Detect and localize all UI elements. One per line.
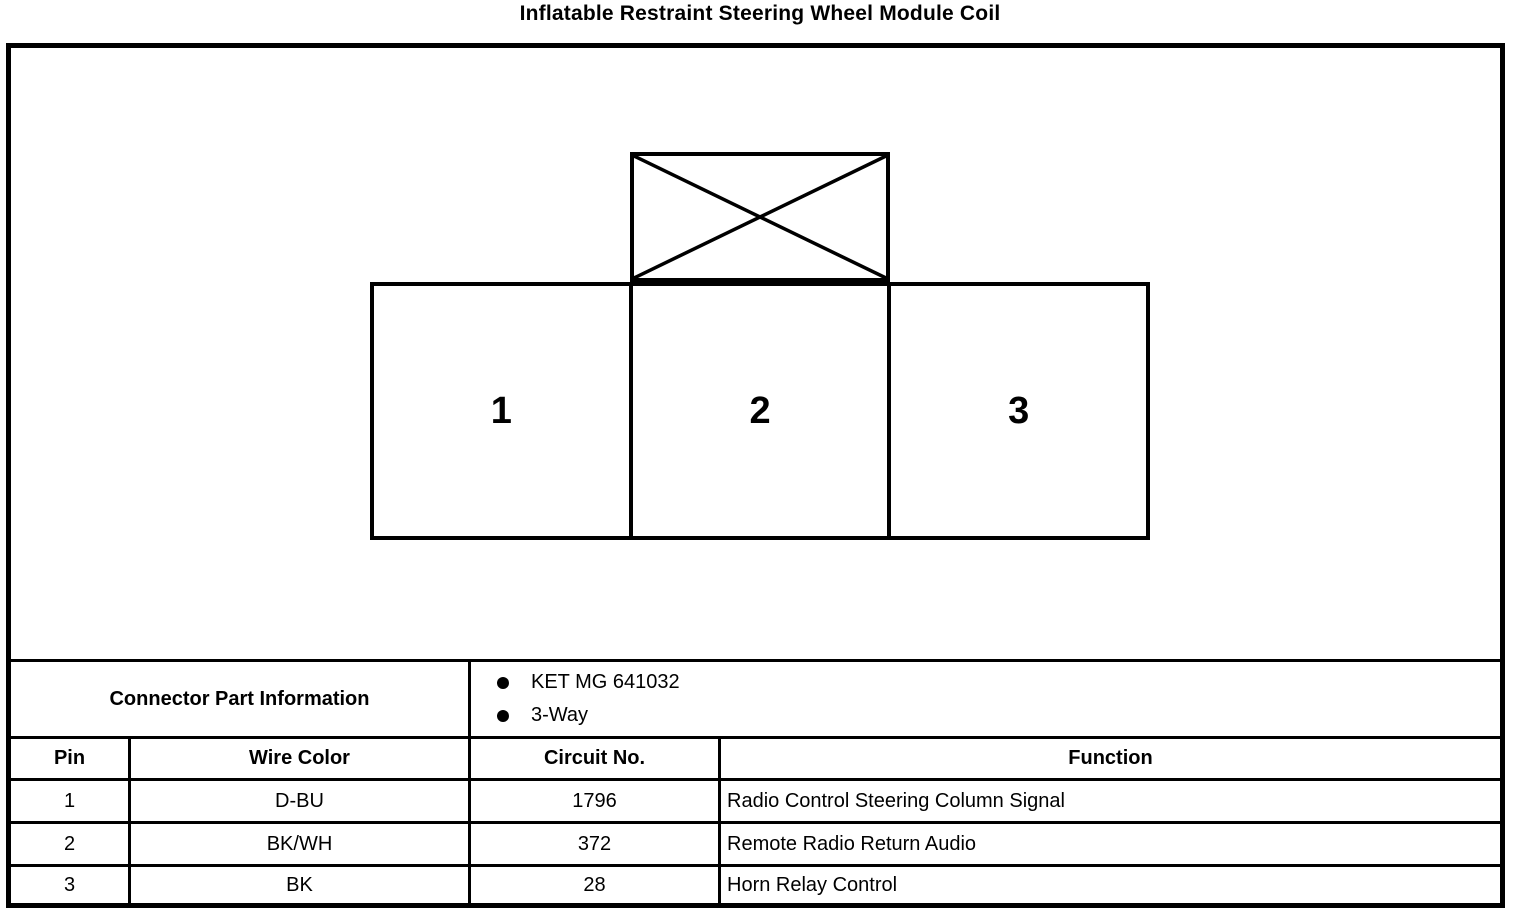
- crossed-box-icon: [634, 156, 886, 278]
- table-header-row: Pin Wire Color Circuit No. Function: [11, 736, 1500, 778]
- connector-part-info-values: KET MG 641032 3-Way: [468, 662, 1500, 736]
- connector-key-box: [630, 152, 890, 282]
- cavity-2: 2: [628, 286, 888, 536]
- way-count: 3-Way: [531, 704, 589, 726]
- function-value: Remote Radio Return Audio: [718, 824, 1500, 864]
- pin-value: 2: [63, 832, 76, 855]
- wire-color-value: BK/WH: [128, 824, 468, 864]
- pin-value: 1: [63, 789, 76, 812]
- page-title: Inflatable Restraint Steering Wheel Modu…: [519, 2, 1001, 25]
- diagram-frame: 1 2 3 Connector Part Information KET MG …: [6, 43, 1505, 908]
- function-value: Radio Control Steering Column Signal: [718, 781, 1500, 821]
- header-function: Function: [718, 739, 1500, 778]
- table-row: 2 BK/WH 372 Remote Radio Return Audio: [11, 821, 1500, 864]
- table-row: 3 BK 28 Horn Relay Control: [11, 864, 1500, 903]
- bullet-icon: [497, 676, 509, 689]
- pin-value: 3: [63, 873, 76, 896]
- circuit-no-value: 28: [468, 867, 718, 903]
- connector-part-info-row: Connector Part Information KET MG 641032…: [11, 659, 1500, 736]
- function-value: Horn Relay Control: [718, 867, 1500, 903]
- cavity-1: 1: [374, 286, 629, 536]
- cavity-1-label: 1: [490, 389, 512, 432]
- wire-color-value: D-BU: [128, 781, 468, 821]
- table-row: 1 D-BU 1796 Radio Control Steering Colum…: [11, 778, 1500, 821]
- header-wire-color: Wire Color: [128, 739, 468, 778]
- bullet-icon: [497, 709, 509, 722]
- connector-cavity-row: 1 2 3: [370, 282, 1150, 540]
- cavity-2-label: 2: [749, 389, 771, 432]
- connector-part-info-label: Connector Part Information: [109, 687, 370, 710]
- circuit-no-value: 372: [468, 824, 718, 864]
- part-number: KET MG 641032: [531, 671, 680, 693]
- header-pin: Pin: [53, 747, 86, 769]
- part-number-item: KET MG 641032: [497, 666, 680, 699]
- cavity-3-label: 3: [1008, 389, 1030, 432]
- header-circuit-no: Circuit No.: [468, 739, 718, 778]
- way-count-item: 3-Way: [497, 699, 588, 732]
- cavity-3: 3: [887, 286, 1146, 536]
- wire-color-value: BK: [128, 867, 468, 903]
- connector-table: Connector Part Information KET MG 641032…: [11, 659, 1500, 903]
- circuit-no-value: 1796: [468, 781, 718, 821]
